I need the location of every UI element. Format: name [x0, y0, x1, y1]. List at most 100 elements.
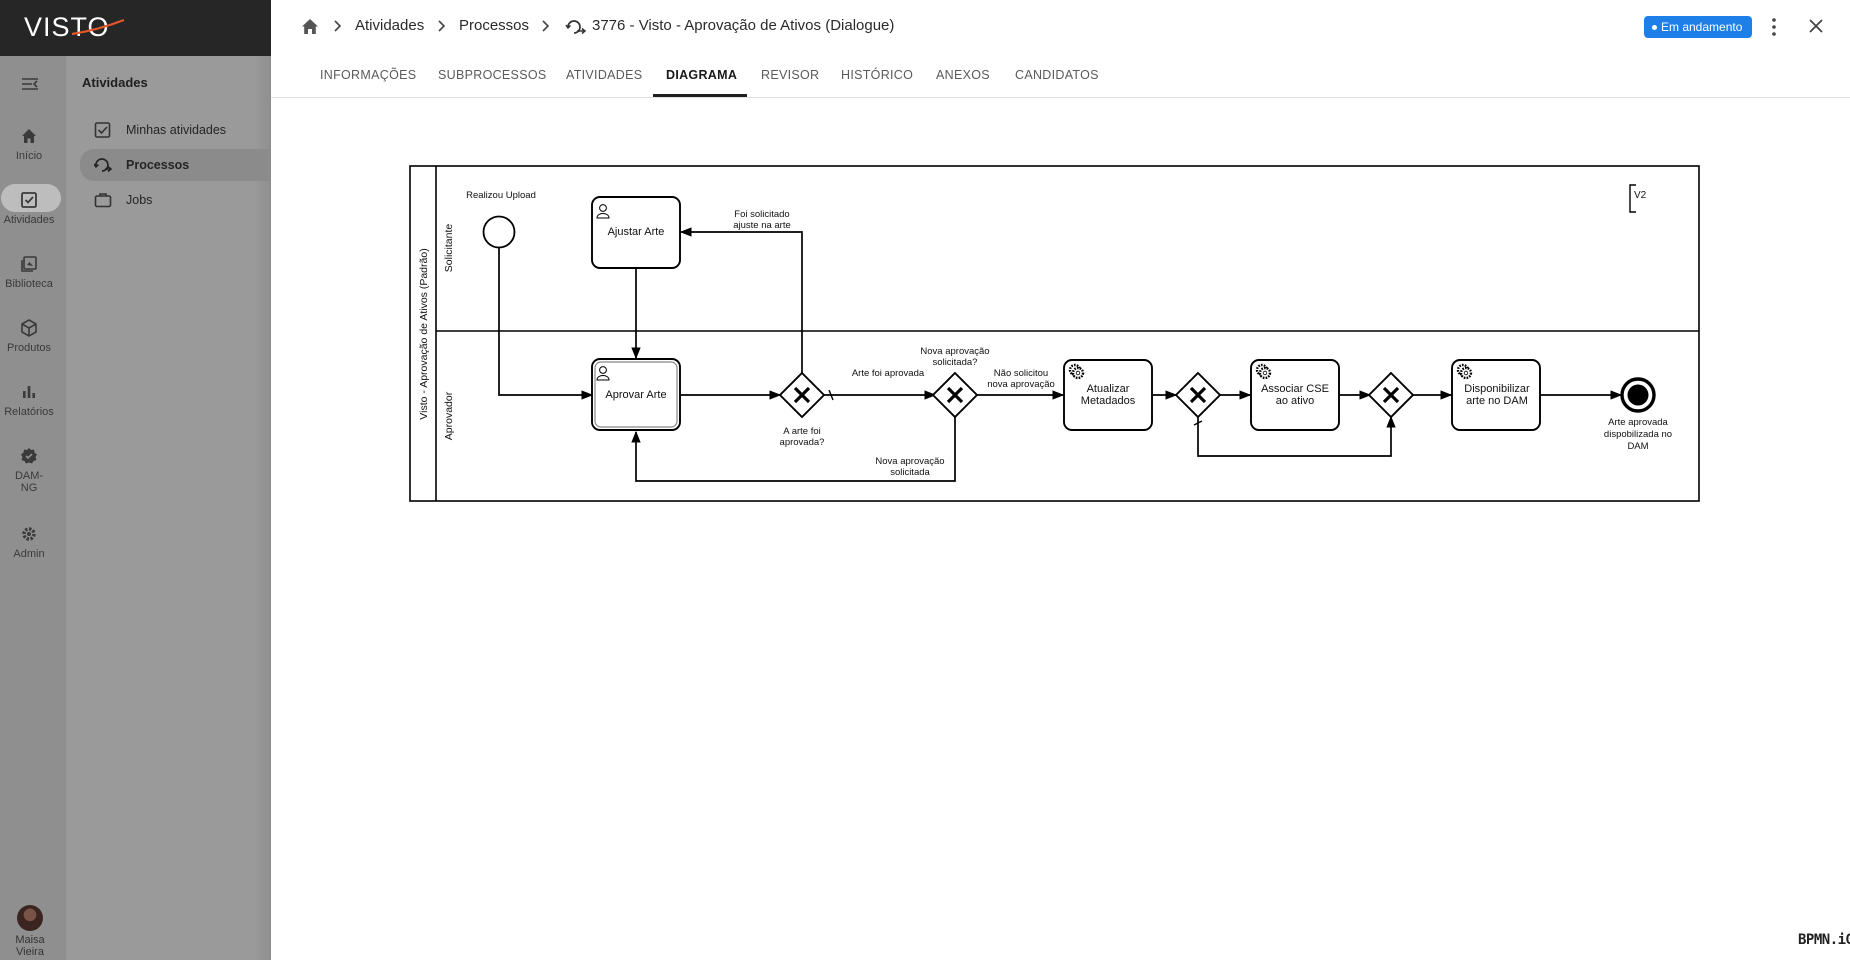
- tab-informacoes[interactable]: INFORMAÇÕES: [320, 68, 417, 82]
- check-square-icon: [94, 122, 111, 138]
- task-ajustar-arte[interactable]: [591, 196, 681, 269]
- task-atualizar-metadados[interactable]: [1063, 359, 1153, 431]
- task-label-associar-1: Associar CSE: [1261, 383, 1329, 395]
- flow-label-ajuste-2: ajuste na arte: [733, 220, 791, 231]
- briefcase-icon: [94, 193, 112, 208]
- subnav-item-jobs[interactable]: Jobs: [80, 184, 271, 216]
- rail-item-dam-ng[interactable]: DAM- NG: [0, 446, 58, 494]
- user-task-icon: [596, 366, 610, 381]
- tab-diagrama[interactable]: DIAGRAMA: [666, 68, 738, 82]
- gateway-label-1b: aprovada?: [780, 437, 825, 448]
- tab-anexos[interactable]: ANEXOS: [936, 68, 990, 82]
- service-task-icon: [1255, 363, 1272, 380]
- rail-item-label: DAM-: [14, 470, 44, 482]
- tab-historico[interactable]: HISTÓRICO: [841, 68, 914, 82]
- rail-item-admin[interactable]: Admin: [0, 524, 58, 560]
- brand-swoosh-icon: [71, 18, 125, 36]
- tab-candidatos[interactable]: CANDIDATOS: [1015, 68, 1099, 82]
- task-label-disponibilizar-2: arte no DAM: [1466, 395, 1528, 407]
- gateway-label-2a: Nova aprovação: [920, 346, 989, 357]
- rail-item-relatorios[interactable]: Relatórios: [0, 382, 58, 418]
- user-task-icon: [596, 204, 610, 219]
- gateway-label-1a: A arte foi: [783, 426, 821, 437]
- secondary-nav-shadow: [255, 56, 271, 960]
- check-square-icon: [21, 192, 37, 208]
- chevron-right-icon: [542, 20, 550, 32]
- dam-icon: [21, 448, 37, 464]
- home-icon[interactable]: [301, 18, 319, 35]
- tab-bar: INFORMAÇÕES SUBPROCESSOS ATIVIDADES DIAG…: [271, 56, 1850, 98]
- breadcrumb-processos[interactable]: Processos: [459, 17, 530, 34]
- breadcrumb-atividades[interactable]: Atividades: [355, 17, 425, 34]
- flow-label-ajuste-1: Foi solicitado: [734, 209, 789, 220]
- subnav-item-label: Processos: [126, 158, 190, 172]
- subnav-item-label: Minhas atividades: [126, 123, 227, 137]
- status-badge: Em andamento: [1644, 16, 1753, 38]
- task-label-disponibilizar-1: Disponibilizar: [1464, 383, 1530, 395]
- avatar[interactable]: [17, 905, 43, 931]
- status-dot: [1652, 25, 1657, 31]
- close-icon[interactable]: [1808, 18, 1824, 34]
- rail-item-atividades[interactable]: Atividades: [0, 184, 61, 226]
- navigation-rail: [0, 0, 66, 960]
- rail-item-biblioteca[interactable]: Biblioteca: [0, 254, 58, 290]
- secondary-nav-title: Atividades: [82, 75, 148, 90]
- status-label: Em andamento: [1661, 20, 1743, 34]
- rail-item-label: Atividades: [3, 214, 55, 226]
- page-header: Atividades Processos 3776 - Visto - Apro…: [271, 0, 1850, 56]
- rail-item-produtos[interactable]: Produtos: [0, 318, 58, 354]
- box-icon: [21, 319, 37, 337]
- subnav-item-minhas-atividades[interactable]: Minhas atividades: [80, 114, 271, 146]
- task-label-aprovar: Aprovar Arte: [605, 389, 666, 401]
- process-icon: [94, 158, 112, 173]
- flow-label-nao-solicitou-1: Não solicitou: [994, 368, 1048, 379]
- gateway-label-2b: solicitada?: [933, 357, 978, 368]
- task-disponibilizar-arte[interactable]: [1451, 359, 1541, 431]
- brand-logo[interactable]: VISTO: [24, 12, 110, 42]
- task-label-atualizar-2: Metadados: [1081, 395, 1136, 407]
- flow-label-nova-solicitada-2: solicitada: [890, 467, 930, 478]
- flow-label-nova-solicitada-1: Nova aprovação: [875, 456, 944, 467]
- service-task-icon: [1456, 363, 1473, 380]
- rail-item-inicio[interactable]: Início: [0, 126, 58, 162]
- tab-atividades[interactable]: ATIVIDADES: [566, 68, 643, 82]
- rail-item-label: Biblioteca: [5, 278, 53, 290]
- chevron-right-icon: [438, 20, 446, 32]
- task-aprovar-arte[interactable]: [591, 358, 681, 431]
- rail-item-label: Início: [15, 150, 43, 162]
- end-event-label-3: DAM: [1627, 441, 1648, 452]
- version-annotation: V2: [1634, 190, 1647, 201]
- task-label-ajustar: Ajustar Arte: [608, 226, 665, 238]
- bpmn-diagram[interactable]: Visto - Aprovação de Ativos (Padrão) Sol…: [271, 99, 1850, 960]
- rail-item-label: Relatórios: [4, 406, 54, 418]
- task-associar-cse[interactable]: [1250, 359, 1340, 431]
- home-icon: [22, 129, 36, 143]
- bpmn-io-logo[interactable]: BPMN.iO: [1798, 932, 1850, 948]
- lane-label-solicitante: Solicitante: [443, 224, 455, 273]
- process-icon: [565, 20, 587, 35]
- end-event-label-1: Arte aprovada: [1608, 417, 1668, 428]
- diagram-canvas[interactable]: Visto - Aprovação de Ativos (Padrão) Sol…: [271, 99, 1850, 960]
- pool-label: Visto - Aprovação de Ativos (Padrão): [418, 248, 430, 419]
- flow-label-aprovada: Arte foi aprovada: [852, 368, 925, 379]
- subnav-item-processos[interactable]: Processos: [80, 149, 271, 181]
- rail-item-label: NG: [20, 482, 38, 494]
- library-icon: [21, 256, 37, 272]
- service-task-icon: [1068, 363, 1085, 380]
- menu-collapse-icon[interactable]: [20, 75, 40, 93]
- tab-revisor[interactable]: REVISOR: [761, 68, 820, 82]
- lane-label-aprovador: Aprovador: [443, 391, 455, 440]
- user-name: Maisa Vieira: [15, 934, 45, 958]
- tab-subprocessos[interactable]: SUBPROCESSOS: [438, 68, 547, 82]
- breadcrumb-current: 3776 - Visto - Aprovação de Ativos (Dial…: [592, 17, 895, 34]
- end-event-label-2: dispobilizada no: [1604, 429, 1672, 440]
- more-vertical-icon[interactable]: [1770, 16, 1778, 38]
- flow-label-nao-solicitou-2: nova aprovação: [987, 379, 1055, 390]
- rail-item-label: Admin: [13, 548, 45, 560]
- subnav-item-label: Jobs: [126, 193, 153, 207]
- active-tab-indicator: [653, 94, 747, 97]
- task-label-atualizar-1: Atualizar: [1087, 383, 1130, 395]
- gear-icon: [22, 527, 36, 541]
- start-event[interactable]: [482, 215, 516, 249]
- task-label-associar-2: ao ativo: [1276, 395, 1315, 407]
